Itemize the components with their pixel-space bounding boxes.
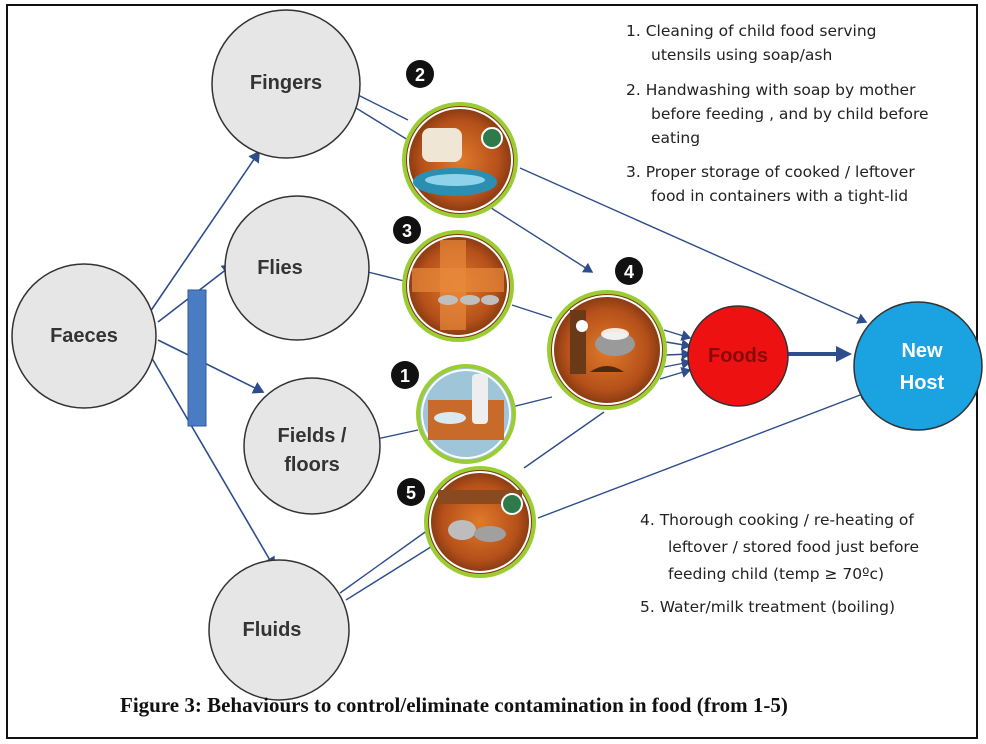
badge-3: 3 xyxy=(393,216,421,244)
svg-text:Foods: Foods xyxy=(708,345,768,367)
faeces-arrows xyxy=(149,150,275,569)
pathway-lines xyxy=(339,94,870,601)
svg-text:New: New xyxy=(901,340,943,362)
figure-caption: Figure 3: Behaviours to control/eliminat… xyxy=(120,693,788,717)
svg-text:floors: floors xyxy=(284,454,340,476)
photo-storage xyxy=(402,230,514,342)
photo-utensil-cleaning xyxy=(416,364,516,464)
svg-text:5: 5 xyxy=(406,483,416,503)
note-3-line2: food in containers with a tight-lid xyxy=(651,187,908,205)
note-4-line1: 4. Thorough cooking / re-heating of xyxy=(640,511,914,529)
note-3-line1: 3. Proper storage of cooked / leftover xyxy=(626,163,915,181)
svg-text:Fields /: Fields / xyxy=(278,425,347,447)
node-fluids: Fluids xyxy=(208,559,350,701)
note-1-line1: 1. Cleaning of child food serving xyxy=(626,22,877,40)
photo-boiling xyxy=(424,466,536,578)
note-2-line1: 2. Handwashing with soap by mother xyxy=(626,81,916,99)
node-new-host: New Host xyxy=(853,301,983,431)
svg-text:Faeces: Faeces xyxy=(50,325,118,347)
badge-5: 5 xyxy=(397,478,425,506)
svg-text:Host: Host xyxy=(900,372,945,394)
photo-handwashing xyxy=(402,102,518,218)
svg-text:Fluids: Fluids xyxy=(243,619,302,641)
svg-text:Fingers: Fingers xyxy=(250,72,322,94)
barrier-bar xyxy=(187,289,207,427)
badge-1: 1 xyxy=(391,361,419,389)
svg-text:3: 3 xyxy=(402,221,412,241)
svg-text:Flies: Flies xyxy=(257,257,303,279)
note-2-line2: before feeding , and by child before xyxy=(651,105,929,123)
badge-4: 4 xyxy=(615,257,643,285)
note-4-line3: feeding child (temp ≥ 70ºc) xyxy=(668,565,884,583)
node-fingers: Fingers xyxy=(211,9,361,159)
note-2-line3: eating xyxy=(651,129,700,147)
notes-top: 1. Cleaning of child food serving utensi… xyxy=(626,22,929,205)
svg-text:4: 4 xyxy=(624,262,634,282)
svg-text:1: 1 xyxy=(400,366,410,386)
note-4-line2: leftover / stored food just before xyxy=(668,538,919,556)
note-5-line1: 5. Water/milk treatment (boiling) xyxy=(640,598,895,616)
node-foods: Foods xyxy=(687,305,789,407)
badge-2: 2 xyxy=(406,60,434,88)
svg-text:2: 2 xyxy=(415,65,425,85)
node-faeces: Faeces xyxy=(11,263,157,409)
notes-bottom: 4. Thorough cooking / re-heating of left… xyxy=(640,511,919,616)
note-1-line2: utensils using soap/ash xyxy=(651,46,832,64)
node-flies: Flies xyxy=(224,195,370,341)
photo-cooking xyxy=(547,290,667,410)
node-fields-floors: Fields / floors xyxy=(243,377,381,515)
